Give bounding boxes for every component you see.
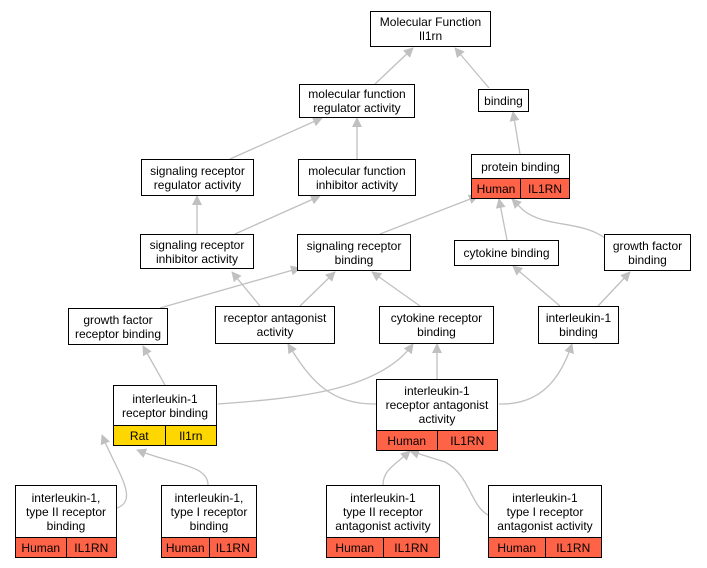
node-cytokine-receptor-binding[interactable]: cytokine receptor binding xyxy=(379,306,494,344)
annotation-row: Human IL1RN xyxy=(472,178,569,198)
gene-cell: IL1RN xyxy=(520,179,569,198)
gene-cell: IL1RN xyxy=(382,538,440,557)
edge-il1raa-to-il1b xyxy=(498,343,574,405)
node-label: receptor antagonist activity xyxy=(223,311,327,339)
node-label: interleukin-1, type I receptor binding xyxy=(170,490,248,533)
annotation-row: Human IL1RN xyxy=(377,430,497,450)
edge-raa-to-srb xyxy=(231,271,261,307)
species-cell: Human xyxy=(21,540,61,555)
node-molecular-function-regulator-activity[interactable]: molecular function regulator activity xyxy=(299,84,415,118)
annotation-row: Human IL1RN xyxy=(489,537,601,557)
edge-sria-to-mfia xyxy=(234,195,321,235)
node-label: interleukin-1 receptor binding xyxy=(121,391,209,420)
edge-srra-to-mfra xyxy=(229,117,323,160)
edge-il1rb-to-gfrb xyxy=(142,345,166,386)
node-label: cytokine receptor binding xyxy=(390,311,483,339)
node-cytokine-binding[interactable]: cytokine binding xyxy=(454,240,559,266)
node-interleukin-1-binding[interactable]: interleukin-1 binding xyxy=(538,306,619,344)
edge-il1t1raa-to-il1raa xyxy=(409,448,489,516)
node-label: Molecular Function Il1rn xyxy=(379,15,482,43)
node-label: signaling receptor inhibitor activity xyxy=(149,237,245,266)
node-label: interleukin-1, type II receptor binding xyxy=(25,490,107,533)
node-label: interleukin-1 receptor antagonist activi… xyxy=(385,384,489,426)
node-interleukin-1-type-ii-receptor-antagonist-activity[interactable]: interleukin-1 type II receptor antagonis… xyxy=(326,485,440,558)
edge-binding-to-mf xyxy=(454,47,490,89)
annotation-row: Human IL1RN xyxy=(16,537,116,557)
node-growth-factor-receptor-binding[interactable]: growth factor receptor binding xyxy=(68,308,168,345)
node-signaling-receptor-inhibitor-activity[interactable]: signaling receptor inhibitor activity xyxy=(140,234,254,269)
edge-cb-to-pb xyxy=(495,198,508,241)
node-label: signaling receptor regulator activity xyxy=(150,163,245,192)
species-cell: Human xyxy=(165,540,205,555)
node-molecular-function-inhibitor-activity[interactable]: molecular function inhibitor activity xyxy=(298,159,416,196)
species-cell: Human xyxy=(476,181,516,196)
node-label: interleukin-1 binding xyxy=(545,311,612,339)
node-interleukin-1-receptor-antagonist-activity[interactable]: interleukin-1 receptor antagonist activi… xyxy=(376,379,498,451)
gene-cell: IL1RN xyxy=(436,431,498,450)
node-signaling-receptor-regulator-activity[interactable]: signaling receptor regulator activity xyxy=(141,159,254,196)
node-signaling-receptor-binding[interactable]: signaling receptor binding xyxy=(297,234,411,271)
edge-il1t1rb-to-il1rb xyxy=(136,448,209,486)
edge-il1rb-to-crb xyxy=(217,343,414,405)
species-cell: Human xyxy=(497,540,537,555)
node-label: molecular function regulator activity xyxy=(308,87,406,115)
edge-crb-to-srb xyxy=(371,271,421,307)
node-label: cytokine binding xyxy=(463,246,550,260)
edge-srb-to-pb xyxy=(379,194,479,235)
edge-il1b-to-cb xyxy=(512,265,561,307)
node-interleukin-1-receptor-binding[interactable]: interleukin-1 receptor binding Rat Il1rn xyxy=(113,385,217,446)
annotation-row: Human IL1RN xyxy=(327,537,439,557)
node-receptor-antagonist-activity[interactable]: receptor antagonist activity xyxy=(215,306,335,344)
edge-il1t2raa-to-il1raa xyxy=(382,450,411,486)
node-label: protein binding xyxy=(481,159,560,174)
species-cell: Rat xyxy=(129,428,149,443)
edge-gfrb-to-srb xyxy=(159,265,301,309)
node-interleukin-1-type-ii-receptor-binding[interactable]: interleukin-1, type II receptor binding … xyxy=(15,485,117,558)
gene-cell: IL1RN xyxy=(208,538,257,557)
edge-pb-to-binding xyxy=(509,111,521,155)
node-label: signaling receptor binding xyxy=(306,238,402,267)
node-label: interleukin-1 type I receptor antagonist… xyxy=(497,490,593,533)
gene-cell: IL1RN xyxy=(544,538,602,557)
node-interleukin-1-type-i-receptor-binding[interactable]: interleukin-1, type I receptor binding H… xyxy=(161,485,257,558)
edge-il1raa-to-raa xyxy=(287,343,378,405)
annotation-row: Human IL1RN xyxy=(162,537,256,557)
edge-gfb-to-pb xyxy=(511,198,606,239)
node-growth-factor-binding[interactable]: growth factor binding xyxy=(604,234,691,271)
annotation-row: Rat Il1rn xyxy=(114,425,216,445)
node-label: growth factor receptor binding xyxy=(74,312,162,341)
node-interleukin-1-type-i-receptor-antagonist-activity[interactable]: interleukin-1 type I receptor antagonist… xyxy=(488,485,602,558)
edge-raa-to-srb2 xyxy=(299,271,336,307)
edge-il1b-to-gfb xyxy=(597,271,631,307)
node-binding[interactable]: binding xyxy=(478,89,529,112)
node-label: molecular function inhibitor activity xyxy=(308,163,406,192)
node-label: binding xyxy=(484,93,523,108)
edge-mfra-to-mf xyxy=(374,47,414,85)
node-label: interleukin-1 type II receptor antagonis… xyxy=(335,490,431,533)
node-protein-binding[interactable]: protein binding Human IL1RN xyxy=(471,154,570,199)
gene-cell: IL1RN xyxy=(65,538,117,557)
species-cell: Human xyxy=(335,540,375,555)
node-molecular-function-root[interactable]: Molecular Function Il1rn xyxy=(370,11,491,47)
node-label: growth factor binding xyxy=(612,238,683,267)
gene-cell: Il1rn xyxy=(164,426,217,445)
species-cell: Human xyxy=(387,433,427,448)
edge-il1t2rb-to-il1rb xyxy=(100,434,128,509)
